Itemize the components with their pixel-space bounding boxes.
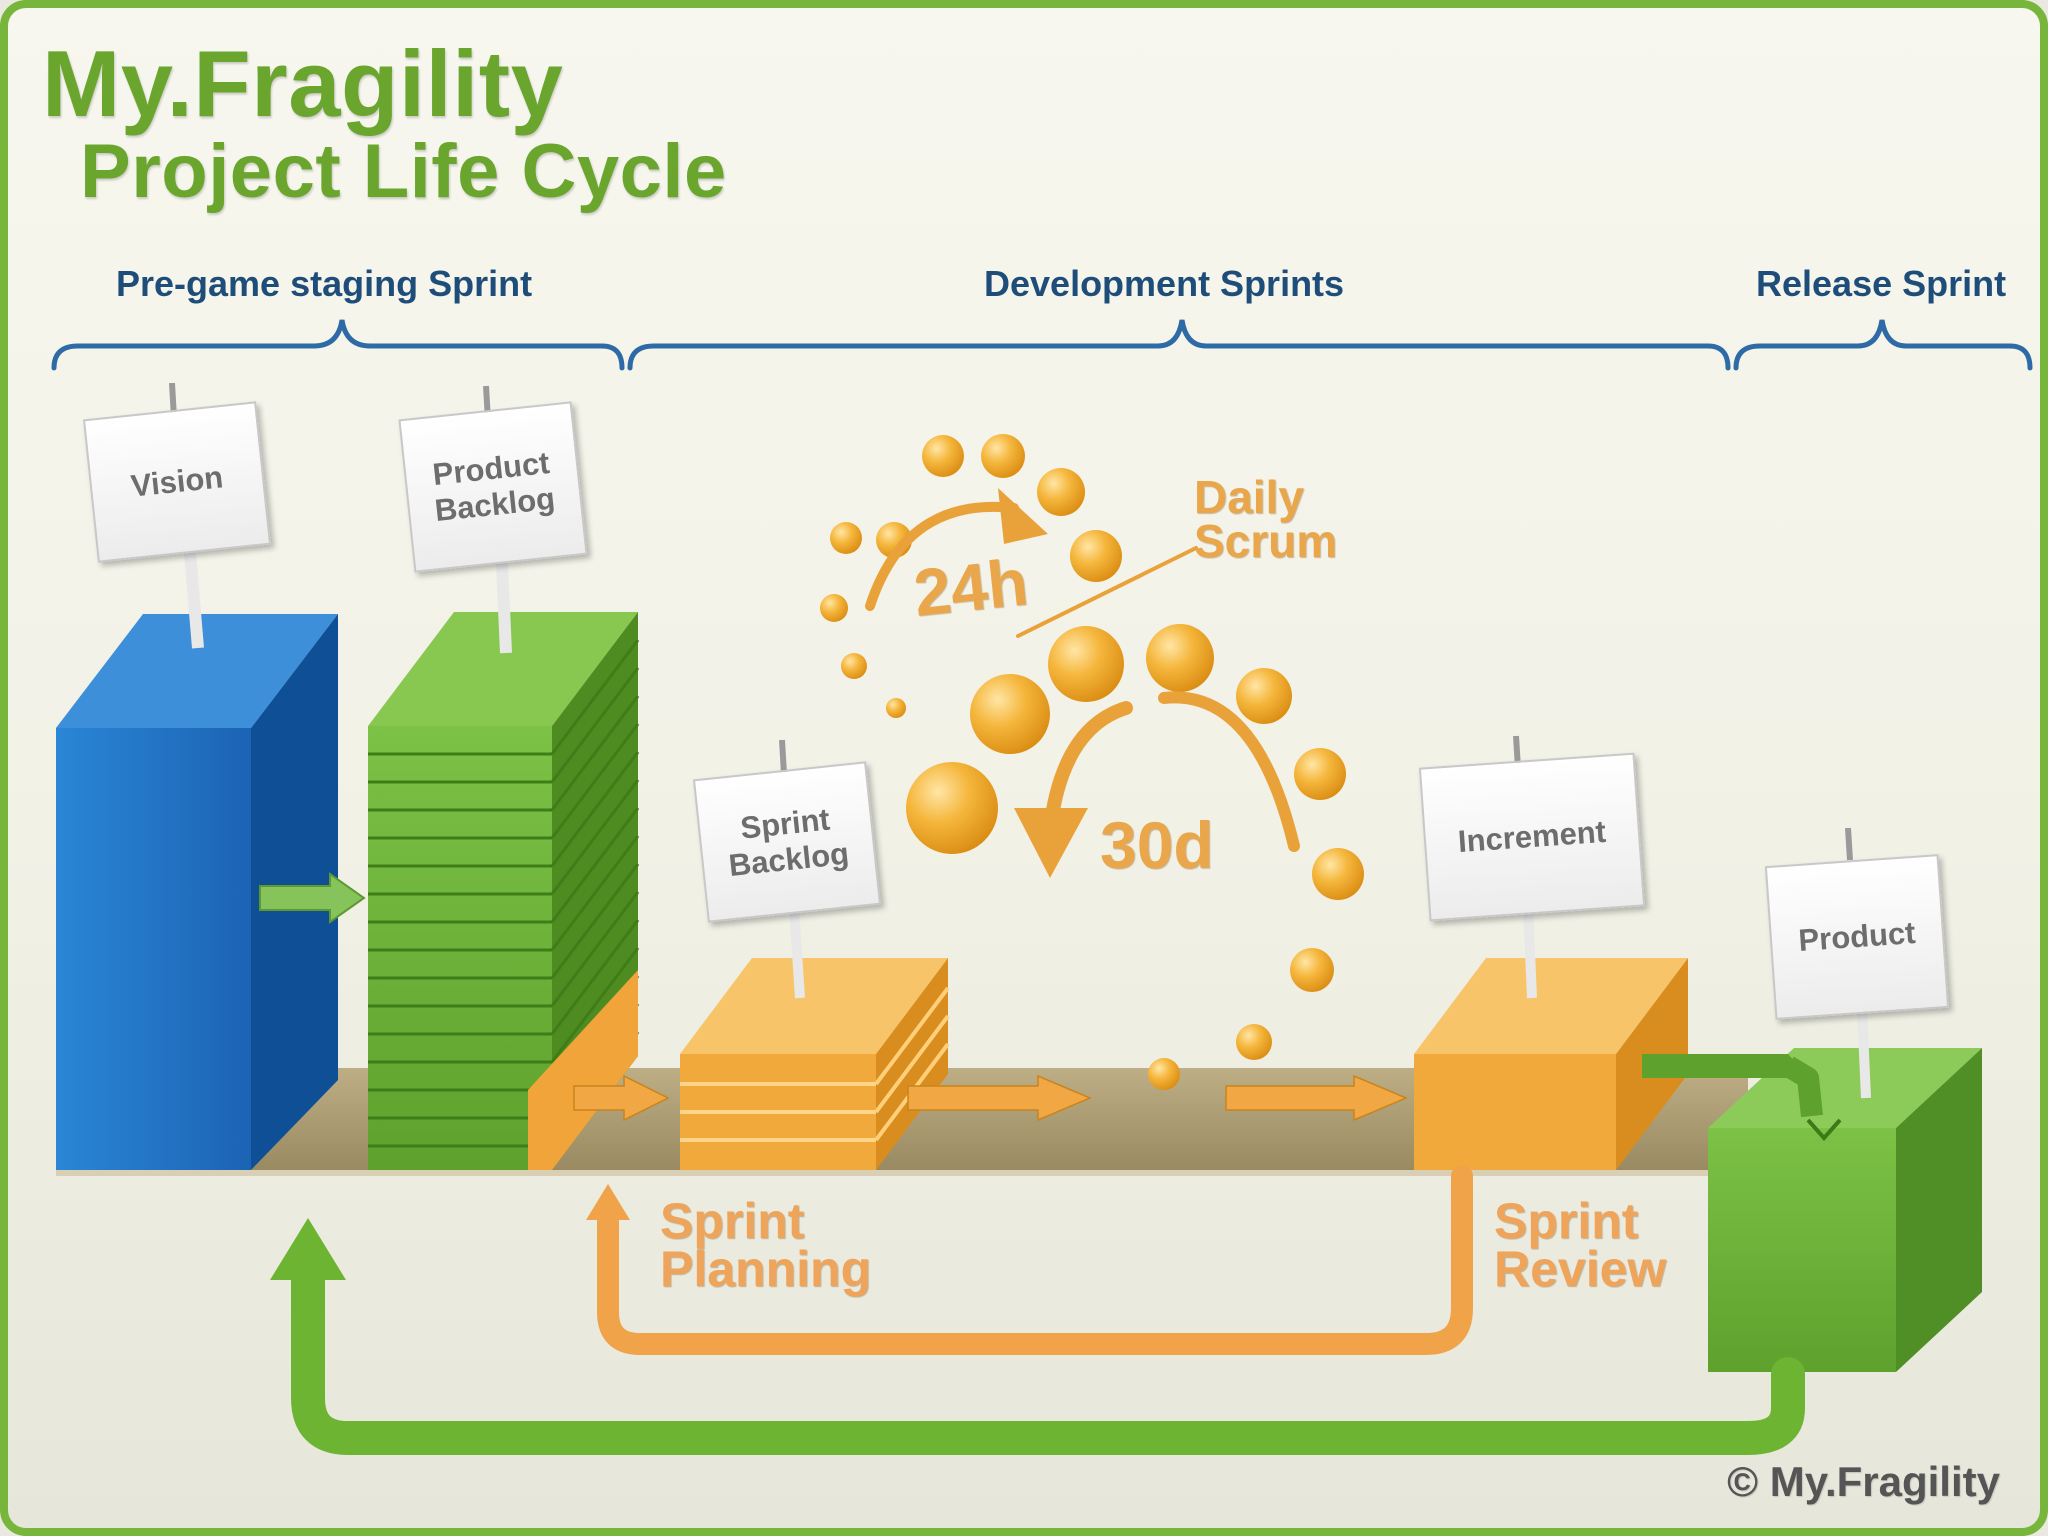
bracket-pregame (51, 319, 625, 371)
daily-scrum-pointer (1016, 546, 1198, 638)
cycle-ball (1048, 626, 1124, 702)
cycle-arrows (865, 488, 1300, 878)
cycle-ball (906, 762, 998, 854)
page-subtitle: Project Life Cycle (80, 129, 727, 214)
phase-label-pregame: Pre-game staging Sprint (116, 263, 533, 304)
sprint-planning-loop (586, 1165, 1473, 1355)
sprint-cycle-label: 30d (1100, 808, 1214, 882)
cycle-ball (1070, 530, 1122, 582)
product-backlog-stack (368, 385, 640, 1170)
bracket-release (1733, 319, 2033, 371)
sign-increment: Increment (1418, 752, 1646, 922)
increment-to-product-arrow (1642, 1054, 1823, 1118)
backlog-layer-edge (550, 667, 640, 783)
sign-product: Product (1764, 854, 1950, 1020)
cycle-ball (1312, 848, 1364, 900)
sprint-cycle-arc-left (1043, 701, 1133, 837)
cycle-ball (1148, 1058, 1180, 1090)
phase-label-release: Release Sprint (1756, 263, 2007, 304)
backlog-layer-edge (550, 863, 640, 979)
release-loop (270, 1218, 1805, 1455)
sign-sprint-backlog: Sprint Backlog (692, 761, 882, 923)
day-cycle-label: 24h (910, 544, 1032, 630)
backlog-to-sprint-arrow (573, 1074, 670, 1122)
sprint-to-scrum-arrow (907, 1074, 1092, 1122)
life-cycle-diagram (51, 319, 2033, 1455)
backlog-layer-edge (550, 751, 640, 867)
backlog-layer-edge (550, 919, 640, 1035)
floor-edge (56, 1170, 1748, 1176)
sign-vision: Vision (82, 401, 272, 563)
cycle-ball (1037, 468, 1085, 516)
phase-brackets (51, 319, 2033, 371)
day-cycle-arrowhead (998, 488, 1048, 544)
backlog-layer-edge (550, 835, 640, 951)
cycle-ball (1294, 748, 1346, 800)
vision-to-backlog-arrow (259, 872, 366, 924)
daily-scrum-label: Daily Scrum (1194, 471, 1338, 567)
backlog-layer-edge (550, 723, 640, 839)
page-title: My.Fragility (42, 31, 564, 136)
day-cycle-arc (865, 501, 1019, 611)
backlog-layer-edge (550, 779, 640, 895)
release-loop-arrowhead (270, 1218, 346, 1280)
sign-product-label: Product (1797, 915, 1917, 959)
sign-vision-label: Vision (129, 459, 225, 504)
cycle-ball (886, 698, 906, 718)
sprint-planning-label: Sprint Planning (660, 1193, 872, 1297)
sign-increment-label: Increment (1456, 814, 1608, 860)
cycle-ball (1290, 948, 1334, 992)
backlog-layer-edge (550, 807, 640, 923)
scrum-to-increment-arrow (1225, 1074, 1408, 1122)
increment-block (1414, 735, 1688, 1170)
sprint-cycle-arrowhead (1014, 808, 1088, 878)
cycle-ball (1236, 1024, 1272, 1060)
sprint-planning-arrowhead (586, 1184, 630, 1220)
cycle-ball (830, 522, 862, 554)
phase-label-development: Development Sprints (984, 263, 1345, 304)
vision-column (56, 382, 338, 1170)
flow-arrows (573, 1074, 1408, 1122)
sprint-backlog-block (680, 739, 950, 1170)
cycle-ball (981, 434, 1025, 478)
cycle-ball (1236, 668, 1292, 724)
cycle-ball (820, 594, 848, 622)
sign-product-backlog-label: Product Backlog (431, 445, 557, 529)
backlog-layer-edge (550, 947, 640, 1063)
backlog-layer-edge (550, 639, 640, 755)
cycle-ball (841, 653, 867, 679)
copyright-notice: © My.Fragility (1727, 1458, 2000, 1505)
cycle-ball (970, 674, 1050, 754)
sprint-review-label: Sprint Review (1494, 1193, 1667, 1297)
cycle-ball (1146, 624, 1214, 692)
sign-sprint-backlog-label: Sprint Backlog (727, 801, 851, 884)
sign-product-backlog: Product Backlog (398, 401, 588, 573)
backlog-layer-edge (550, 891, 640, 1007)
cycle-ball (922, 435, 964, 477)
backlog-layer-edge (550, 695, 640, 811)
bracket-development (627, 319, 1731, 371)
sprint-cycle-arc-right (1158, 691, 1300, 852)
